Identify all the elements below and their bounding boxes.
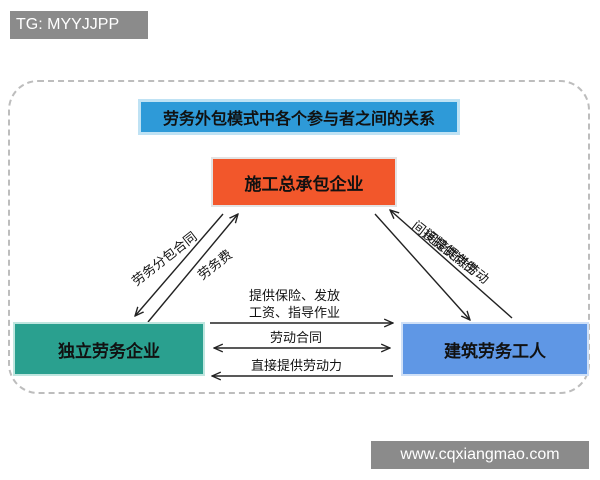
watermark-url: www.cqxiangmao.com [371,441,589,469]
label-labor-contract: 劳动合同 [270,331,323,346]
label-wage-guidance: 工资、指导作业 [249,306,341,321]
arrow-subcontract [135,213,224,316]
node-construction-worker: 建筑劳务工人 [401,322,589,376]
node-general-contractor: 施工总承包企业 [211,157,397,207]
label-direct-labor: 直接提供劳动力 [251,359,343,374]
arrow-labor-fee [147,214,238,323]
label-insurance-wage: 提供保险、发放 [249,289,341,304]
arrow-indirect-job [374,213,470,320]
source-tag: TG: MYYJJPP [10,11,148,39]
diagram-frame [8,80,590,394]
node-labor-company: 独立劳务企业 [13,322,205,376]
arrow-indirect-labor [390,210,513,319]
diagram-title: 劳务外包模式中各个参与者之间的关系 [138,99,460,135]
